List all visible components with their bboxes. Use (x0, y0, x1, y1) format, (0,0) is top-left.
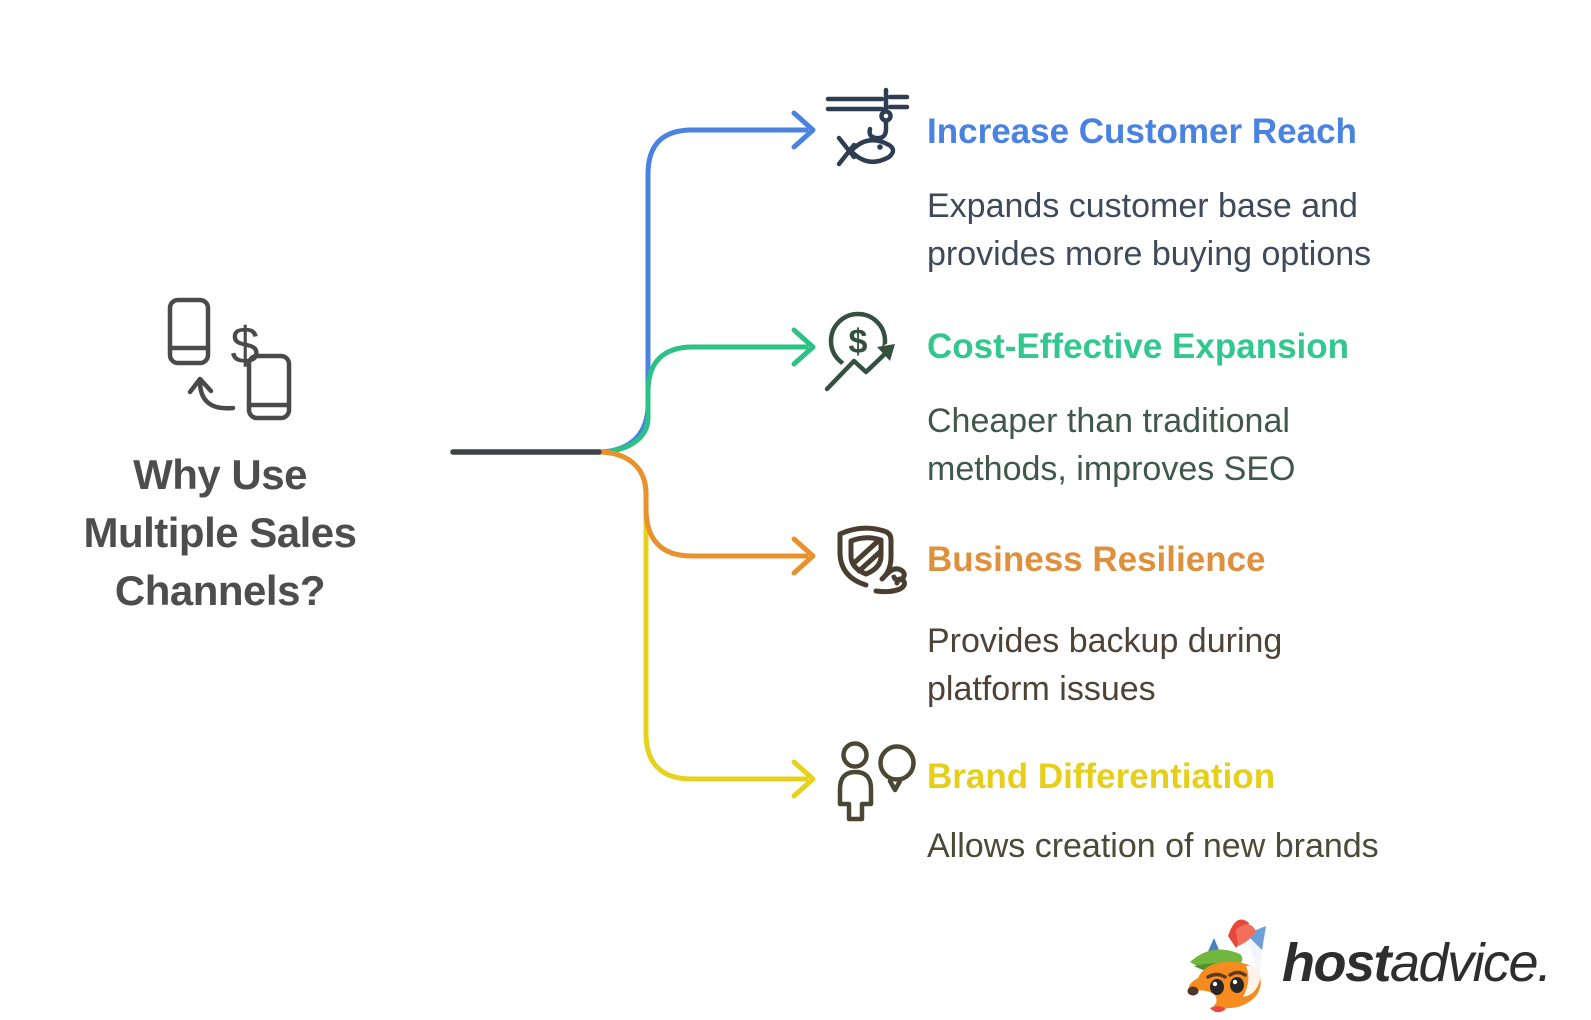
branch-heading-cost-effective-expansion: Cost-Effective Expansion (927, 327, 1350, 366)
hostadvice-wordmark: hostadvice. (1282, 933, 1552, 993)
arrowhead-green (791, 327, 816, 367)
arrowhead-yellow (791, 759, 816, 799)
phone-bottom-right (246, 353, 292, 421)
shield-wind-icon (837, 525, 907, 595)
logo-text-host: host (1282, 933, 1392, 993)
coin-dollar-glyph: $ (849, 323, 868, 361)
branch-heading-increase-customer-reach: Increase Customer Reach (927, 112, 1357, 151)
wind-curl-bottom (873, 576, 907, 595)
hostadvice-logo: hostadvice. (1186, 910, 1586, 1015)
connector-blue (595, 110, 816, 455)
branch-heading-business-resilience: Business Resilience (927, 540, 1266, 579)
branch-body-business-resilience: Provides backup during platform issues (927, 622, 1283, 708)
page-title: Why Use Multiple Sales Channels? (83, 451, 357, 614)
fishing-rod-hook-fish-icon (825, 87, 910, 167)
connector-green (595, 327, 816, 455)
dollar-coin-growth-arrow-icon: $ (820, 311, 896, 396)
branch-body-cost-effective-expansion: Cheaper than traditional methods, improv… (927, 402, 1296, 488)
exchange-arrow (197, 380, 236, 411)
dollar-glyph: $ (231, 317, 260, 375)
connector-group (450, 110, 816, 799)
phone-top-left (167, 297, 211, 366)
branch-body-increase-customer-reach: Expands customer base and provides more … (927, 187, 1372, 273)
hostadvice-fox-icon (1187, 919, 1266, 1013)
phones-money-exchange-icon: $ (167, 297, 292, 421)
person-lightbulb-icon (837, 741, 916, 822)
logo-text-advice: advice. (1390, 933, 1552, 993)
connector-yellow (595, 449, 816, 799)
arrowhead-orange (791, 536, 816, 576)
connector-orange (595, 449, 816, 576)
fish-eye (877, 144, 883, 150)
arrowhead-blue (791, 110, 816, 150)
growth-arrowhead (877, 344, 895, 361)
lightbulb (878, 744, 916, 782)
branch-body-brand-differentiation: Allows creation of new brands (927, 827, 1379, 865)
branch-heading-brand-differentiation: Brand Differentiation (927, 757, 1276, 796)
